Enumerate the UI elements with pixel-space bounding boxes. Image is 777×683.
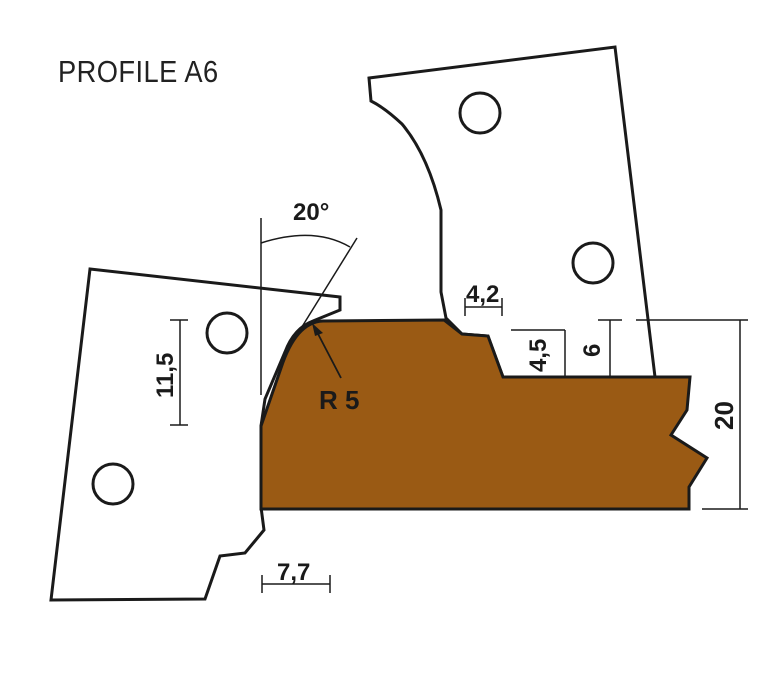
dimension-7-7 — [261, 575, 331, 593]
mount-hole-icon — [205, 311, 249, 355]
dimension-11-5-label: 11,5 — [152, 353, 179, 398]
dimension-20 — [636, 319, 748, 510]
mount-hole-icon — [571, 241, 615, 285]
dimension-4-5-label: 4,5 — [525, 339, 552, 372]
mount-hole-icon — [91, 462, 135, 506]
angle-label: 20° — [293, 199, 329, 226]
dimension-4-2-label: 4,2 — [466, 281, 499, 308]
radius-leader — [312, 323, 342, 379]
dimension-11-5 — [170, 319, 188, 426]
angle-dimension — [260, 218, 358, 395]
dimension-20-label: 20 — [709, 401, 739, 430]
dimension-6-label: 6 — [579, 344, 606, 357]
radius-label: R 5 — [319, 385, 359, 415]
dimension-4-5 — [511, 329, 566, 377]
page-title: PROFILE A6 — [58, 54, 219, 89]
dimension-7-7-label: 7,7 — [277, 559, 310, 586]
mount-hole-icon — [458, 91, 502, 135]
dimension-4-2 — [464, 298, 503, 316]
dimension-6 — [598, 319, 622, 378]
left-cutter-knife — [49, 267, 342, 602]
workpiece-profile — [259, 318, 710, 511]
